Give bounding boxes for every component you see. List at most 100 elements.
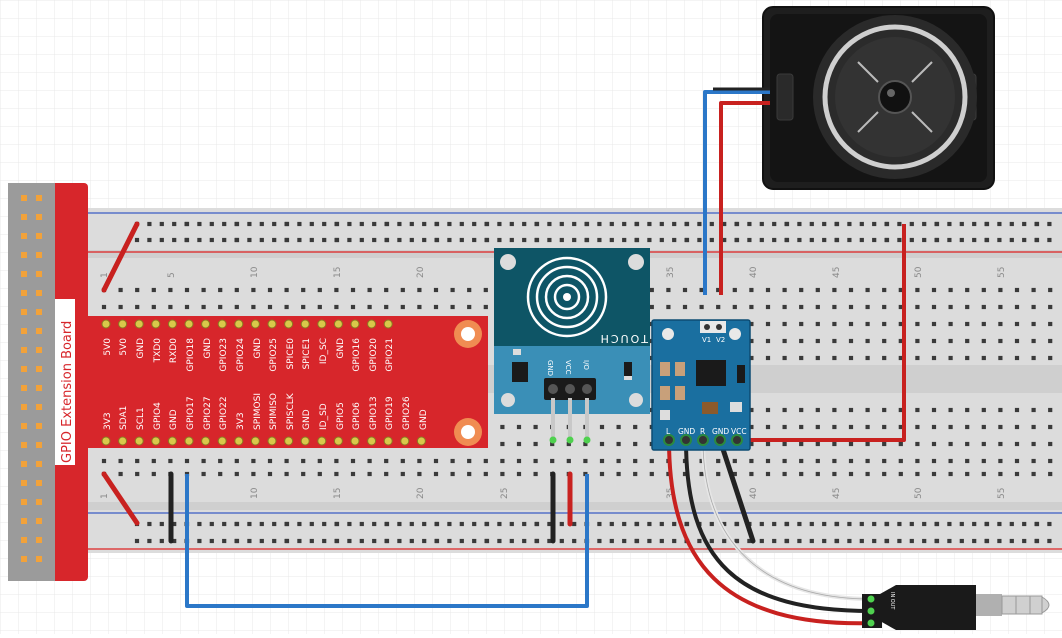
breadboard-hole: [832, 355, 837, 361]
breadboard-hole: [797, 521, 802, 527]
breadboard-hole: [234, 221, 240, 227]
breadboard-hole: [609, 538, 614, 544]
amp-label-v1: V1: [702, 336, 711, 344]
breadboard-hole: [884, 237, 890, 243]
breadboard-hole: [722, 237, 727, 243]
speaker[interactable]: [762, 6, 995, 190]
amp-pin-vcc[interactable]: [731, 434, 743, 446]
breadboard-hole: [559, 221, 564, 227]
breadboard-hole: [799, 471, 804, 477]
breadboard-hole: [301, 471, 306, 477]
pin-label: 5V0: [119, 338, 129, 356]
breadboard-hole: [959, 538, 964, 544]
breadboard-hole: [697, 237, 702, 243]
breadboard-hole: [1031, 355, 1036, 361]
breadboard-hole: [500, 424, 505, 430]
header-pin: [36, 556, 42, 562]
breadboard-hole: [367, 458, 372, 464]
breadboard-hole: [409, 538, 414, 544]
breadboard-hole: [1014, 407, 1020, 413]
breadboard-hole: [218, 471, 223, 477]
breadboard-hole: [765, 355, 771, 361]
breadboard-hole: [450, 471, 455, 477]
breadboard-hole: [997, 538, 1002, 544]
extension-board-pins: [101, 319, 426, 446]
breadboard-hole: [1031, 338, 1036, 344]
touch-sensor-module[interactable]: TOUCH GND VCC I/O: [494, 248, 650, 444]
breadboard-hole: [799, 407, 804, 413]
breadboard-hole: [1022, 538, 1027, 544]
breadboard-hole: [1048, 321, 1053, 327]
breadboard-hole: [384, 287, 389, 293]
breadboard-hole: [547, 221, 552, 227]
breadboard-hole: [909, 538, 914, 544]
breadboard-hole: [898, 458, 903, 464]
breadboard-hole: [1047, 237, 1052, 243]
amp-pin-gnd2[interactable]: [714, 434, 726, 446]
wire-red-speaker[interactable]: [719, 101, 770, 295]
breadboard-hole: [417, 287, 422, 293]
breadboard-hole: [459, 538, 464, 544]
wire-red-vcc[interactable]: [737, 224, 906, 442]
wire-red-amp-l[interactable]: [667, 439, 876, 626]
breadboard-hole: [350, 471, 356, 477]
breadboard-hole: [359, 237, 364, 243]
breadboard-hole: [135, 471, 140, 477]
breadboard-hole: [616, 441, 621, 447]
breadboard-hole: [922, 221, 927, 227]
breadboard-hole: [184, 237, 190, 243]
amplifier-module[interactable]: V2 V1 L GND R GND VCC: [651, 319, 751, 451]
breadboard-hole: [151, 458, 156, 464]
header-pin: [36, 347, 42, 353]
wire-black-amp-gnd[interactable]: [717, 437, 756, 544]
header-pin: [36, 423, 42, 429]
breadboard-hole: [247, 538, 252, 544]
breadboard-hole: [1048, 355, 1053, 361]
breadboard-hole: [965, 321, 970, 327]
breadboard-hole: [1047, 538, 1052, 544]
amp-pin-r[interactable]: [697, 434, 709, 446]
breadboard-hole: [972, 538, 977, 544]
breadboard-hole: [347, 538, 352, 544]
breadboard-hole: [347, 521, 352, 527]
breadboard-hole: [947, 221, 952, 227]
breadboard-hole: [134, 237, 140, 243]
breadboard-hole: [172, 237, 177, 243]
board-pin-bottom: [367, 436, 377, 446]
breadboard-hole: [882, 424, 887, 430]
breadboard-hole: [865, 407, 870, 413]
breadboard-hole: [984, 538, 990, 544]
breadboard-hole: [497, 221, 502, 227]
breadboard-hole: [799, 355, 804, 361]
breadboard-hole: [882, 287, 887, 293]
header-pin: [36, 328, 42, 334]
audio-jack-body: [880, 585, 976, 630]
header-pin: [36, 461, 42, 467]
breadboard-hole: [599, 424, 605, 430]
amp-pin-l[interactable]: [663, 434, 675, 446]
audio-jack[interactable]: IN OUT: [862, 585, 1050, 630]
board-pin-top: [383, 319, 393, 329]
col-number: 55: [997, 267, 1007, 278]
header-pin: [36, 480, 42, 486]
board-pin-bottom: [350, 436, 360, 446]
wire-black-amp-gnd-jack[interactable]: [684, 439, 876, 614]
breadboard-hole: [1034, 538, 1040, 544]
wire-blue-gpio17[interactable]: [185, 474, 589, 608]
breadboard-hole: [284, 304, 289, 310]
breadboard-hole: [931, 304, 937, 310]
breadboard-hole: [1009, 221, 1014, 227]
amp-pin-gnd[interactable]: [680, 434, 692, 446]
breadboard-hole: [809, 221, 814, 227]
breadboard-hole: [101, 304, 107, 310]
breadboard-hole: [334, 237, 340, 243]
wire-blue-speaker[interactable]: [703, 90, 770, 295]
breadboard-hole: [998, 407, 1003, 413]
wire-red-rail-bottom[interactable]: [101, 471, 140, 526]
breadboard-hole: [1048, 338, 1053, 344]
breadboard-hole: [832, 321, 837, 327]
wire-red-rail-top[interactable]: [101, 221, 140, 293]
breadboard-hole: [400, 471, 405, 477]
breadboard-hole: [931, 287, 937, 293]
breadboard-hole: [981, 458, 986, 464]
